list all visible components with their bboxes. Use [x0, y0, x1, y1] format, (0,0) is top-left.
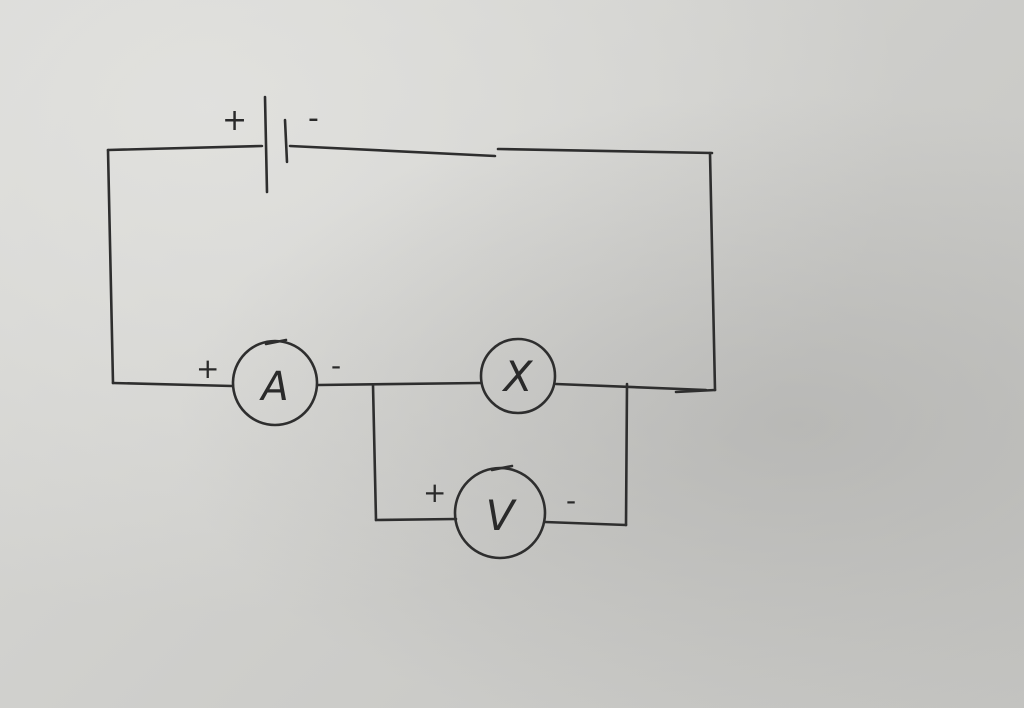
wire-voltmeter-right [543, 520, 628, 527]
component-x-symbol: X [502, 352, 534, 401]
ammeter-minus-label: - [331, 349, 341, 382]
wire-left [106, 148, 115, 385]
wire-top-right [496, 147, 714, 155]
wire-x-to-right [554, 382, 708, 392]
wire-ammeter-to-x [316, 381, 482, 387]
wire-top-left [106, 144, 264, 152]
ammeter-plus-label: + [196, 352, 219, 385]
wire-voltmeter-right-vertical [624, 382, 629, 527]
battery-short-plate [283, 118, 289, 164]
wire-to-ammeter [111, 381, 234, 388]
voltmeter-plus-label: + [423, 476, 446, 509]
ammeter-pointer-mark [264, 338, 288, 346]
component-x-circle [479, 337, 557, 415]
voltmeter-minus-label: - [566, 484, 576, 517]
wire-top-middle [288, 144, 497, 158]
wire-voltmeter-left [374, 517, 458, 522]
wire-right [708, 151, 717, 392]
wire-voltmeter-left-vertical [371, 383, 378, 522]
battery-long-plate [263, 95, 269, 194]
voltmeter-symbol: V [486, 491, 518, 540]
wire-bottom-right-end [674, 388, 717, 394]
battery-minus-label: - [308, 101, 319, 136]
voltmeter-pointer-mark [490, 464, 514, 472]
battery-plus-label: + [222, 103, 247, 138]
ammeter-symbol: A [258, 364, 288, 410]
